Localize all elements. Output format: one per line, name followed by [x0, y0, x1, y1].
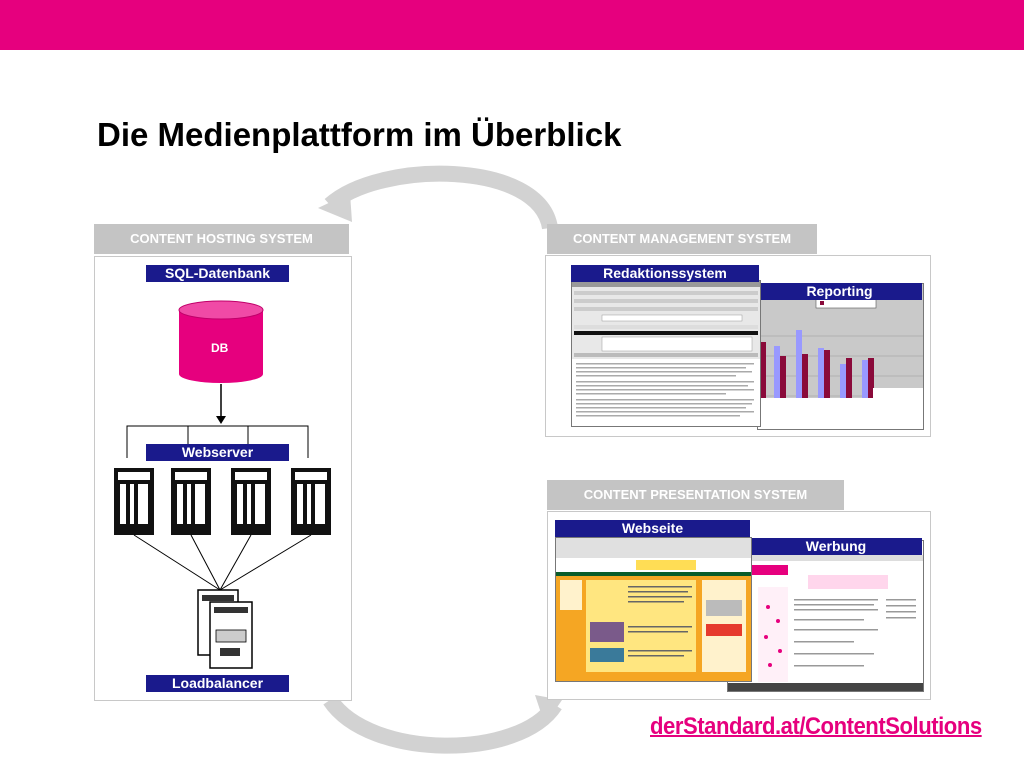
content-presentation-tab: CONTENT PRESENTATION SYSTEM: [547, 480, 844, 510]
brand-name: derStandard.at: [650, 713, 800, 740]
reporting-screenshot: [757, 283, 924, 430]
server-icon-2: [171, 468, 211, 535]
content-hosting-tab: CONTENT HOSTING SYSTEM: [94, 224, 349, 254]
bottom-arrow-head-icon: [535, 695, 562, 725]
server-icon-1: [114, 468, 154, 535]
editor-ui-mock: [572, 281, 760, 426]
brand-logo: derStandard.at/ContentSolutions: [650, 713, 982, 741]
server-icon-3: [231, 468, 271, 535]
page-title: Die Medienplattform im Überblick: [97, 116, 622, 153]
database-icon: [178, 300, 264, 383]
reporting-label: Reporting: [757, 283, 922, 300]
editor-screenshot: [571, 280, 761, 427]
website-page-mock: [556, 538, 751, 681]
db-label: DB: [211, 341, 229, 355]
top-arrow-head-icon: [318, 193, 352, 222]
brand-suffix: /ContentSolutions: [799, 713, 982, 740]
sql-database-label: SQL-Datenbank: [146, 265, 289, 282]
server-icon-4: [291, 468, 331, 535]
top-accent-bar: [0, 0, 1024, 50]
webserver-label: Webserver: [146, 444, 289, 461]
loadbalancer-icon: [197, 589, 253, 669]
website-label: Webseite: [555, 520, 750, 537]
ads-page-mock: [728, 541, 923, 691]
reporting-chart: [758, 284, 923, 429]
content-management-tab: CONTENT MANAGEMENT SYSTEM: [547, 224, 817, 254]
website-screenshot: [555, 537, 752, 682]
ads-label: Werbung: [750, 538, 922, 555]
loadbalancer-label: Loadbalancer: [146, 675, 289, 692]
ads-screenshot: [727, 540, 924, 692]
editor-system-label: Redaktionssystem: [571, 265, 759, 282]
